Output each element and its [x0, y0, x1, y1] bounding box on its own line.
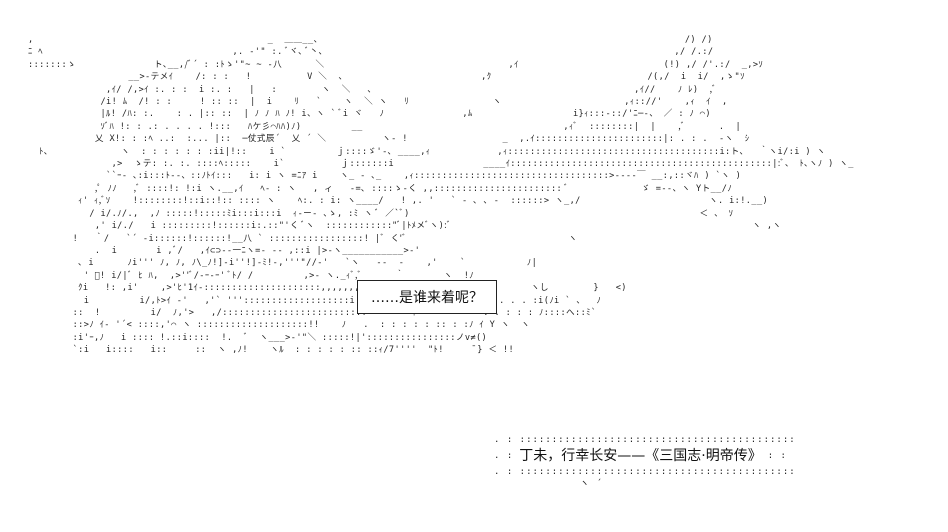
caption-box: . : ::::::::::::::::::::::::::::::::::::…	[494, 434, 794, 490]
caption-under-mark: ヽ ´	[580, 479, 603, 489]
caption-top-dots: . : ::::::::::::::::::::::::::::::::::::…	[494, 435, 794, 445]
speech-bubble: ……是谁来着呢？	[357, 280, 497, 314]
caption-tail-dots: : :	[767, 451, 787, 461]
speech-bubble-text: ……是谁来着呢？	[371, 290, 483, 306]
caption-bottom-dots: . : ::::::::::::::::::::::::::::::::::::…	[494, 467, 794, 477]
ascii-art-illustration: , _ ＿＿__、 /) /) ﾆ ﾍ ,. -'" :. ﾞヾ､ ﾞ丶､	[28, 35, 854, 356]
caption-text: 丁未，行幸长安——《三国志·明帝传》	[519, 448, 762, 464]
caption-lead-dots: . :	[494, 451, 514, 461]
caption-line: . : 丁未，行幸长安——《三国志·明帝传》 : :	[494, 446, 794, 466]
